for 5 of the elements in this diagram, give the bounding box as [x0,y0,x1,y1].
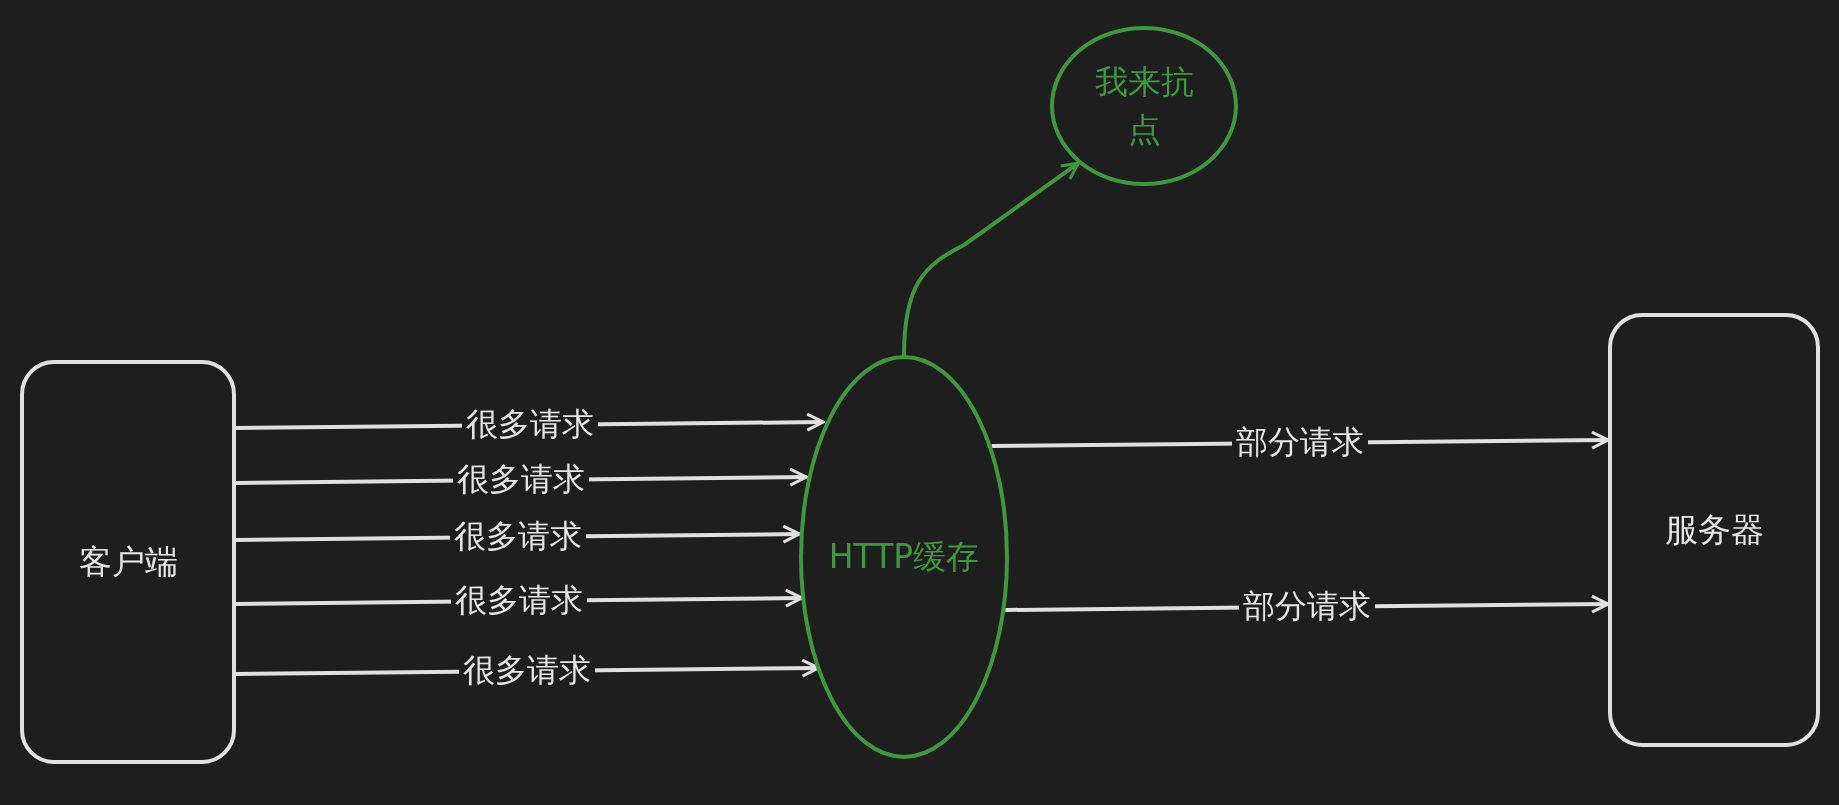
server-box: 服务器 [1608,313,1820,747]
arrow [902,161,1080,356]
cache-ellipse: HTTP缓存 [799,355,1009,759]
client-box: 客户端 [20,360,236,764]
ellipse-node: 我来抗点 [1050,26,1238,186]
